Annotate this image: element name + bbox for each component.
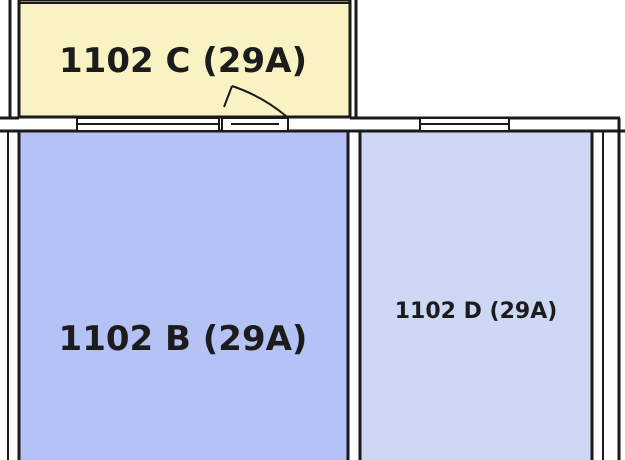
door-swing-icon[interactable]: [221, 85, 289, 132]
room-1102-c[interactable]: 1102 C (29A): [17, 0, 352, 119]
room-1102-c-fill: [17, 0, 352, 119]
window-icon: [419, 117, 510, 132]
room-1102-d-label: 1102 D (29A): [395, 299, 558, 324]
window-icon: [76, 117, 220, 132]
room-1102-c-label: 1102 C (29A): [59, 41, 307, 81]
room-1102-d-fill: [358, 129, 594, 460]
room-1102-d[interactable]: 1102 D (29A): [358, 129, 594, 460]
room-1102-b[interactable]: 1102 B (29A): [17, 129, 350, 460]
room-1102-b-fill: [17, 129, 350, 460]
room-1102-b-label: 1102 B (29A): [59, 319, 308, 359]
